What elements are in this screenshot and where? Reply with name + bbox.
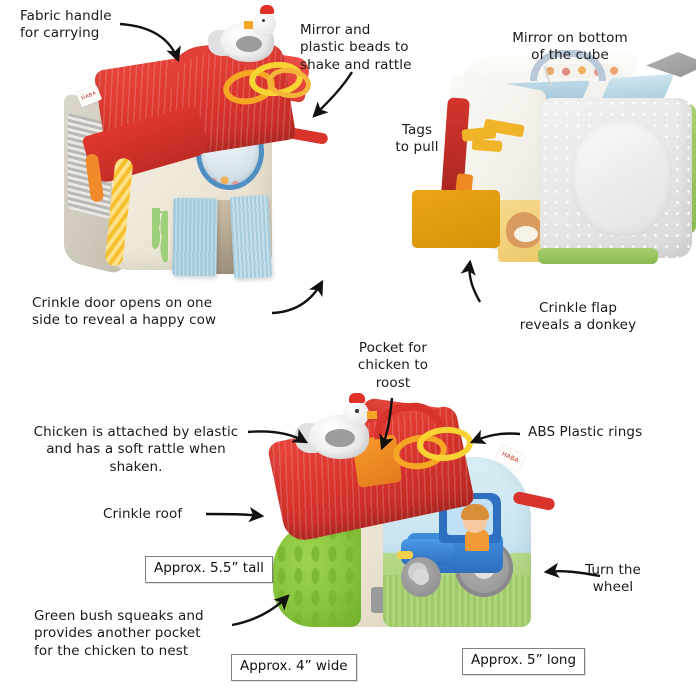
annotation-tags-to-pull: Tags to pull: [395, 122, 439, 156]
cube-donkey-patch: [498, 200, 548, 262]
dimension-box-length: Approx. 5” long: [462, 648, 586, 675]
annotation-crinkle-roof: Crinkle roof: [103, 506, 183, 522]
cube-green-edge-bottom: [538, 248, 658, 264]
dimension-box-width: Approx. 4” wide: [231, 654, 357, 681]
annotation-chicken-elastic: Chicken is attached by elastic and has a…: [33, 424, 239, 475]
tractor-front-hub: [413, 569, 429, 585]
tractor-driver-body: [465, 529, 489, 551]
arrow-crinkle-roof: [205, 506, 265, 523]
chicken-head: [343, 401, 369, 427]
barn3-plastic-rings: [390, 425, 475, 473]
cube-pull-tags: [454, 118, 538, 201]
tractor-front-wheel: [401, 557, 441, 597]
cube-mirror: [572, 120, 672, 236]
annotation-fabric-handle: Fabric handle for carrying: [20, 8, 112, 42]
chicken-eye: [262, 19, 265, 22]
tractor-applique: [395, 485, 523, 601]
annotation-pocket-roost: Pocket for chicken to roost: [357, 340, 429, 391]
chicken-beak: [244, 21, 253, 29]
barn-crinkle-door-right: [229, 195, 273, 279]
annotation-turn-wheel: Turn the wheel: [585, 562, 641, 596]
donkey-muzzle: [514, 226, 538, 242]
dimension-box-height: Approx. 5.5” tall: [145, 556, 273, 583]
annotation-crinkle-door: Crinkle door opens on one side to reveal…: [32, 295, 217, 329]
chicken-comb: [349, 393, 365, 403]
annotation-mirror-beads: Mirror and plastic beads to shake and ra…: [300, 22, 412, 73]
plush-chicken: [208, 5, 288, 70]
annotation-green-bush: Green bush squeaks and provides another …: [34, 608, 204, 659]
pull-tag-3: [471, 138, 503, 153]
annotation-mirror-bottom: Mirror on bottom of the cube: [512, 30, 628, 64]
annotation-abs-rings: ABS Plastic rings: [528, 424, 643, 440]
green-squeak-bush: [273, 521, 361, 627]
tractor-exhaust: [397, 551, 413, 559]
plush-chicken: [295, 393, 387, 469]
chicken-head: [252, 12, 276, 36]
cube-orange-crinkle-flap: [412, 190, 500, 248]
product-photo-barn-tractor: HABA: [266, 393, 575, 670]
chicken-eye: [355, 409, 359, 413]
product-photo-barn-front: HABA: [60, 5, 330, 298]
chicken-comb: [260, 5, 274, 14]
tractor-driver-hair: [461, 504, 489, 520]
chicken-wing: [325, 429, 355, 447]
tractor-cab: [439, 493, 501, 551]
barn-crinkle-door-left: [172, 197, 218, 277]
chicken-wing: [236, 36, 262, 52]
barn-vine-embroidery: [152, 208, 168, 268]
product-photo-cube-mirror: [412, 50, 696, 305]
chicken-beak: [367, 411, 377, 419]
annotation-crinkle-flap: Crinkle flap reveals a donkey: [519, 300, 637, 334]
